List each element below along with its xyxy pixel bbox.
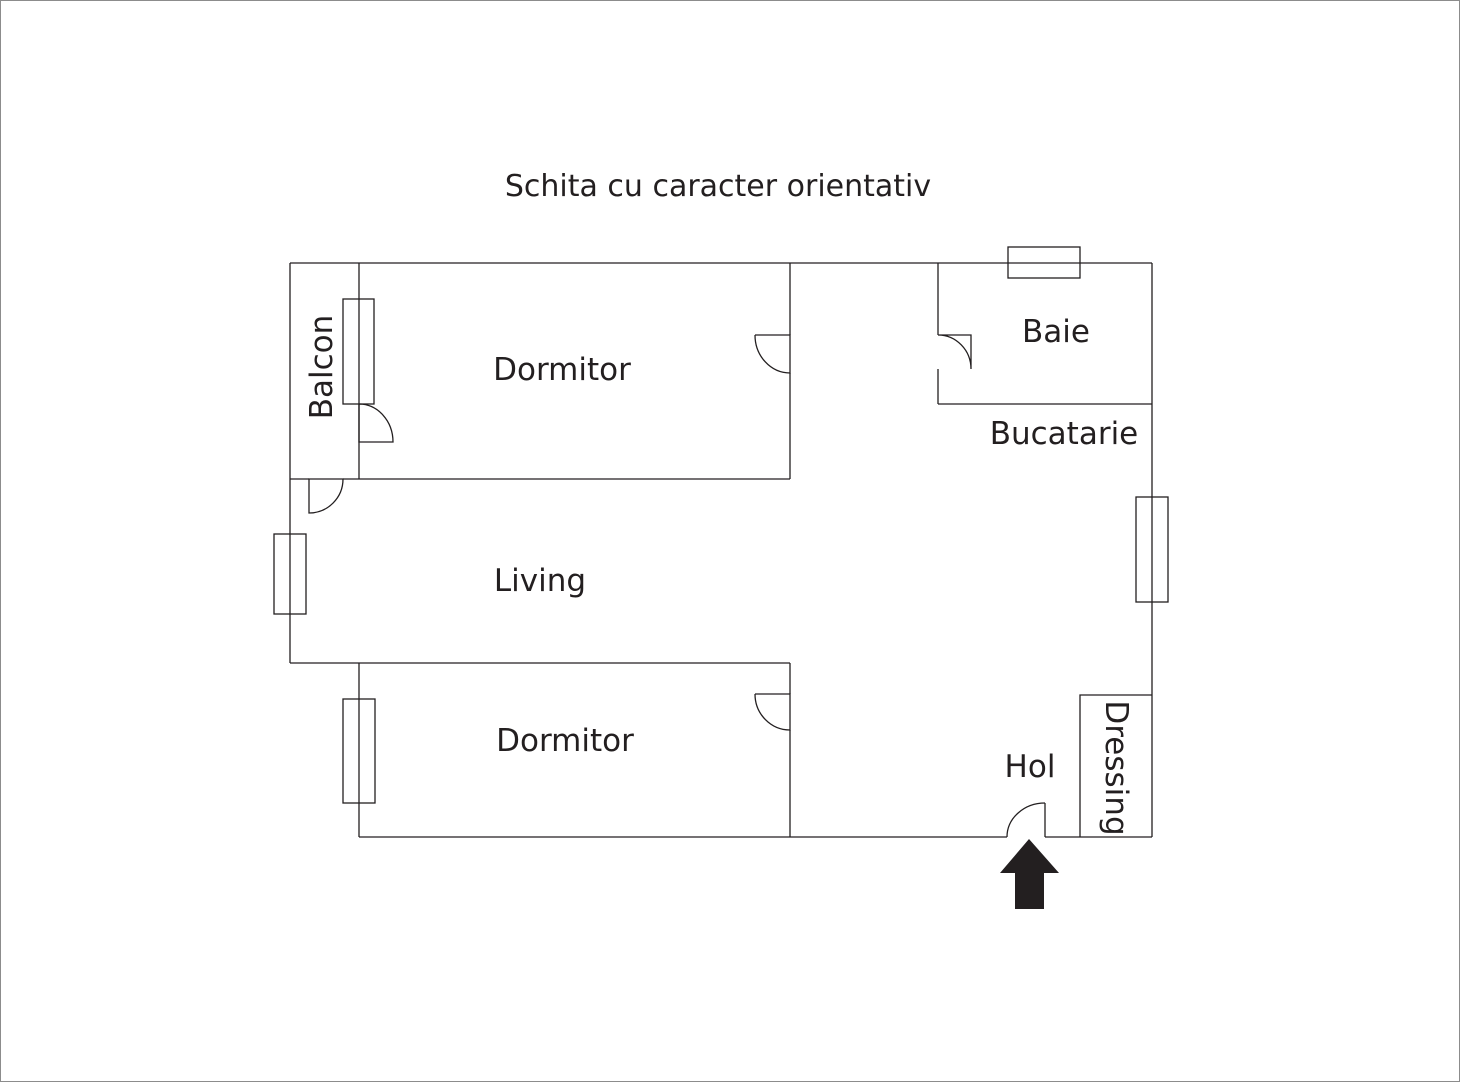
room-label-hol: Hol: [1005, 749, 1056, 785]
window-baie: [1007, 246, 1081, 279]
window-living: [273, 533, 307, 615]
door-balcon-living: [308, 478, 344, 514]
door-balcon-dormitor: [358, 403, 394, 443]
window-dormitor-bottom: [342, 698, 376, 804]
room-label-dormitor-bottom: Dormitor: [496, 723, 634, 759]
room-label-living: Living: [494, 563, 586, 599]
door-dormitor-bottom: [754, 693, 791, 731]
arrow-up-icon: [1000, 839, 1059, 909]
door-dormitor-top: [754, 334, 791, 374]
room-label-dressing: Dressing: [1098, 700, 1134, 835]
room-label-balcon: Balcon: [304, 315, 340, 420]
door-entrance: [1006, 802, 1046, 838]
room-label-baie: Baie: [1022, 314, 1090, 350]
doors: [308, 334, 1046, 838]
wall-dressing: [1079, 694, 1152, 837]
room-label-bucatarie: Bucatarie: [990, 416, 1139, 452]
door-baie: [937, 334, 972, 370]
room-label-dormitor-top: Dormitor: [493, 352, 631, 388]
window-bucatarie: [1135, 496, 1169, 603]
plan-title: Schita cu caracter orientativ: [505, 169, 931, 204]
